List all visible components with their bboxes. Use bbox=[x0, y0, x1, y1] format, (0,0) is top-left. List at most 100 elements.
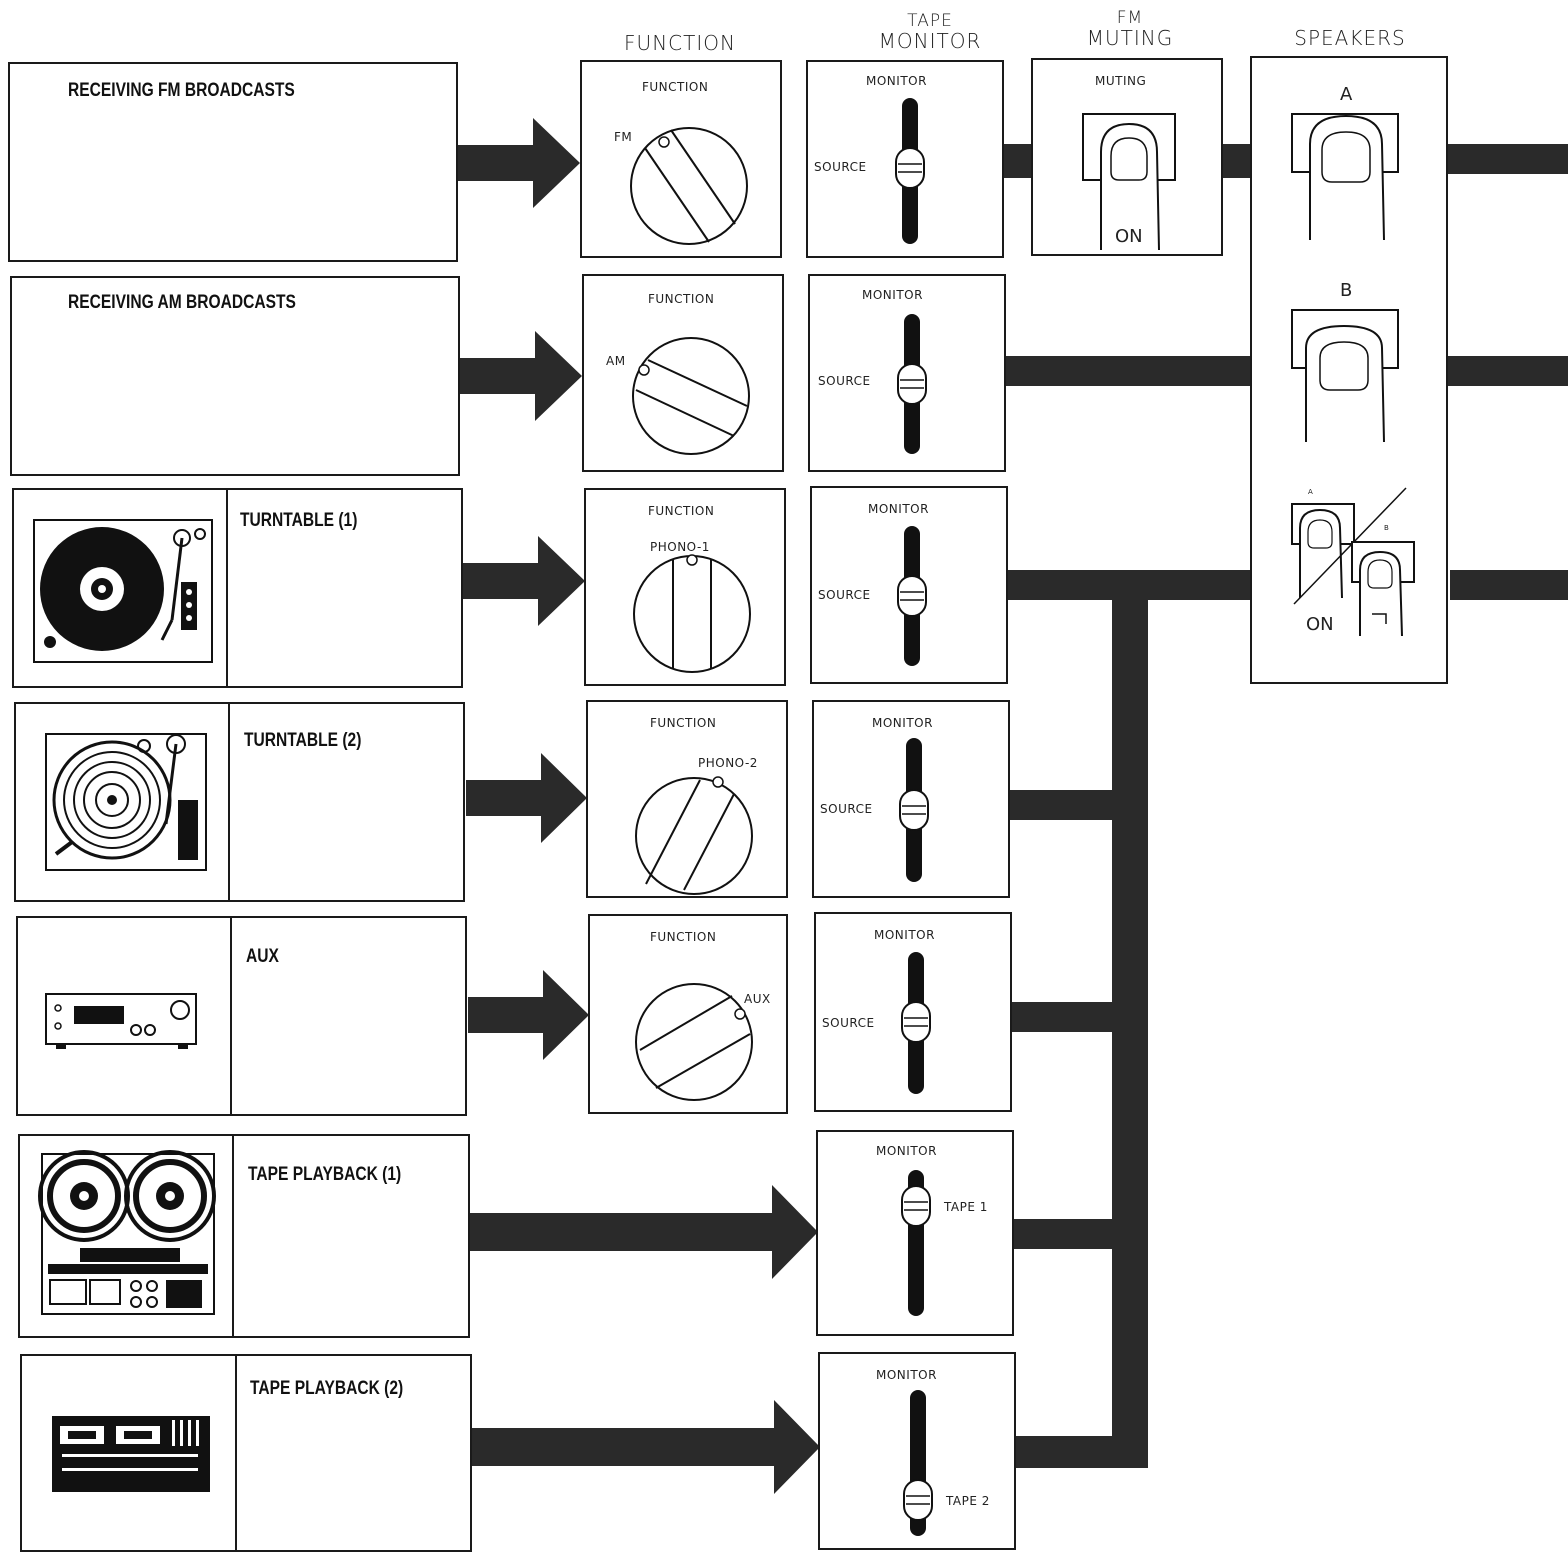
speaker-ab-buttons[interactable] bbox=[1291, 487, 1415, 637]
speaker-a-label: A bbox=[1340, 84, 1353, 105]
slide-switch-icon bbox=[895, 98, 925, 244]
source-divider bbox=[230, 918, 232, 1114]
speaker-a-button[interactable] bbox=[1291, 113, 1399, 241]
slide-switch-icon bbox=[901, 1170, 931, 1316]
line-out-ab bbox=[1450, 570, 1568, 600]
reel-to-reel-icon bbox=[38, 1150, 216, 1315]
source-divider bbox=[232, 1136, 234, 1336]
source-am-title: RECEIVING AM BROADCASTS bbox=[68, 292, 296, 313]
source-tape2-title: TAPE PLAYBACK (2) bbox=[250, 1378, 404, 1399]
line-fm-muting-to-speakers bbox=[1222, 144, 1252, 178]
knob-dial-icon bbox=[632, 337, 750, 455]
monitor-switch-position: SOURCE bbox=[818, 588, 871, 602]
monitor-switch-position: SOURCE bbox=[814, 160, 867, 174]
function-knob-phono1[interactable]: FUNCTION PHONO-1 bbox=[584, 488, 786, 686]
finger-press-icon bbox=[1082, 113, 1176, 251]
function-knob-fm[interactable]: FUNCTION FM bbox=[580, 60, 782, 258]
line-out-a bbox=[1445, 144, 1568, 174]
speakers-header: SPEAKERS bbox=[1294, 26, 1406, 50]
tape-monitor-header-line1: TAPE bbox=[907, 11, 953, 31]
monitor-switch-1[interactable]: MONITOR SOURCE bbox=[806, 60, 1004, 258]
monitor-switch-label: MONITOR bbox=[866, 74, 927, 88]
monitor-switch-5[interactable]: MONITOR SOURCE bbox=[814, 912, 1012, 1112]
speaker-ab-small-a: A bbox=[1308, 488, 1314, 496]
line-bus-row4 bbox=[1008, 790, 1128, 820]
function-knob-phono2[interactable]: FUNCTION PHONO-2 bbox=[586, 700, 788, 898]
slide-switch-icon bbox=[897, 526, 927, 666]
knob-dial-icon bbox=[633, 554, 751, 673]
speaker-buttons-icon bbox=[1291, 113, 1415, 637]
line-am-to-speakers bbox=[1003, 356, 1253, 386]
monitor-switch-position: SOURCE bbox=[822, 1016, 875, 1030]
monitor-switch-position: TAPE 2 bbox=[946, 1494, 990, 1508]
slide-switch-icon bbox=[903, 1390, 933, 1536]
slide-switch-icon bbox=[897, 314, 927, 454]
function-header: FUNCTION bbox=[624, 31, 736, 55]
source-fm-title: RECEIVING FM BROADCASTS bbox=[68, 80, 295, 101]
slide-switch-icon bbox=[901, 952, 931, 1094]
source-turntable1-title: TURNTABLE (1) bbox=[240, 510, 358, 531]
arrow-tape1 bbox=[470, 1185, 818, 1279]
arrow-am bbox=[460, 331, 582, 421]
line-bus-row5 bbox=[1010, 1002, 1128, 1032]
speaker-ab-state: ON bbox=[1306, 614, 1334, 635]
fm-muting-header-line2: MUTING bbox=[1086, 26, 1174, 50]
line-bus-row6 bbox=[1012, 1219, 1128, 1249]
function-knob-label: FUNCTION bbox=[650, 716, 717, 730]
monitor-switch-2[interactable]: MONITOR SOURCE bbox=[808, 274, 1006, 472]
monitor-switch-4[interactable]: MONITOR SOURCE bbox=[812, 700, 1010, 898]
function-knob-position: FM bbox=[614, 130, 633, 144]
function-knob-label: FUNCTION bbox=[648, 504, 715, 518]
knob-dial-icon bbox=[635, 776, 753, 895]
arrow-phono2 bbox=[466, 753, 587, 843]
arrow-tape2 bbox=[472, 1400, 820, 1494]
source-turntable2-box: TURNTABLE (2) bbox=[14, 702, 465, 902]
knob-dial-icon bbox=[630, 127, 748, 245]
slide-switch-icon bbox=[899, 738, 929, 882]
turntable-icon bbox=[45, 733, 207, 871]
line-out-b bbox=[1448, 356, 1568, 386]
line-fm-monitor-to-muting bbox=[1003, 144, 1033, 178]
source-tape1-title: TAPE PLAYBACK (1) bbox=[248, 1164, 402, 1185]
muting-label: MUTING bbox=[1095, 74, 1147, 88]
monitor-switch-label: MONITOR bbox=[874, 928, 935, 942]
tape-monitor-header-line2: MONITOR bbox=[878, 29, 982, 53]
source-am-box: RECEIVING AM BROADCASTS bbox=[10, 276, 460, 476]
arrow-fm bbox=[458, 118, 580, 208]
amplifier-icon bbox=[45, 993, 197, 1049]
fm-muting-header-line1: FM bbox=[1116, 8, 1144, 28]
speakers-panel: A B A B ON bbox=[1250, 56, 1448, 684]
muting-state: ON bbox=[1115, 226, 1143, 247]
speaker-ab-small-b: B bbox=[1384, 524, 1390, 532]
source-fm-box: RECEIVING FM BROADCASTS bbox=[8, 62, 458, 262]
monitor-switch-label: MONITOR bbox=[868, 502, 929, 516]
source-divider bbox=[228, 704, 230, 900]
function-knob-position: PHONO-2 bbox=[698, 756, 758, 770]
function-knob-aux[interactable]: FUNCTION AUX bbox=[588, 914, 788, 1114]
function-knob-label: FUNCTION bbox=[642, 80, 709, 94]
monitor-switch-label: MONITOR bbox=[872, 716, 933, 730]
line-bus-row7 bbox=[1014, 1436, 1148, 1468]
monitor-switch-position: SOURCE bbox=[820, 802, 873, 816]
monitor-switch-position: SOURCE bbox=[818, 374, 871, 388]
function-knob-position: AUX bbox=[744, 992, 771, 1006]
monitor-switch-3[interactable]: MONITOR SOURCE bbox=[810, 486, 1008, 684]
speaker-b-label: B bbox=[1340, 280, 1353, 301]
function-knob-label: FUNCTION bbox=[648, 292, 715, 306]
monitor-switch-label: MONITOR bbox=[862, 288, 923, 302]
fm-muting-button-box[interactable]: MUTING ON bbox=[1031, 58, 1223, 256]
function-knob-label: FUNCTION bbox=[650, 930, 717, 944]
monitor-switch-7[interactable]: MONITOR TAPE 2 bbox=[818, 1352, 1016, 1550]
speaker-b-button[interactable] bbox=[1291, 309, 1399, 443]
monitor-switch-6[interactable]: MONITOR TAPE 1 bbox=[816, 1130, 1014, 1336]
function-knob-position: AM bbox=[606, 354, 626, 368]
monitor-switch-label: MONITOR bbox=[876, 1144, 937, 1158]
knob-dial-icon bbox=[635, 983, 753, 1101]
function-knob-am[interactable]: FUNCTION AM bbox=[582, 274, 784, 472]
source-turntable1-box: TURNTABLE (1) bbox=[12, 488, 463, 688]
turntable-icon bbox=[33, 519, 213, 663]
cassette-deck-icon bbox=[52, 1416, 210, 1492]
arrow-phono1 bbox=[463, 536, 585, 626]
source-aux-box: AUX bbox=[16, 916, 467, 1116]
function-knob-position: PHONO-1 bbox=[650, 540, 710, 554]
